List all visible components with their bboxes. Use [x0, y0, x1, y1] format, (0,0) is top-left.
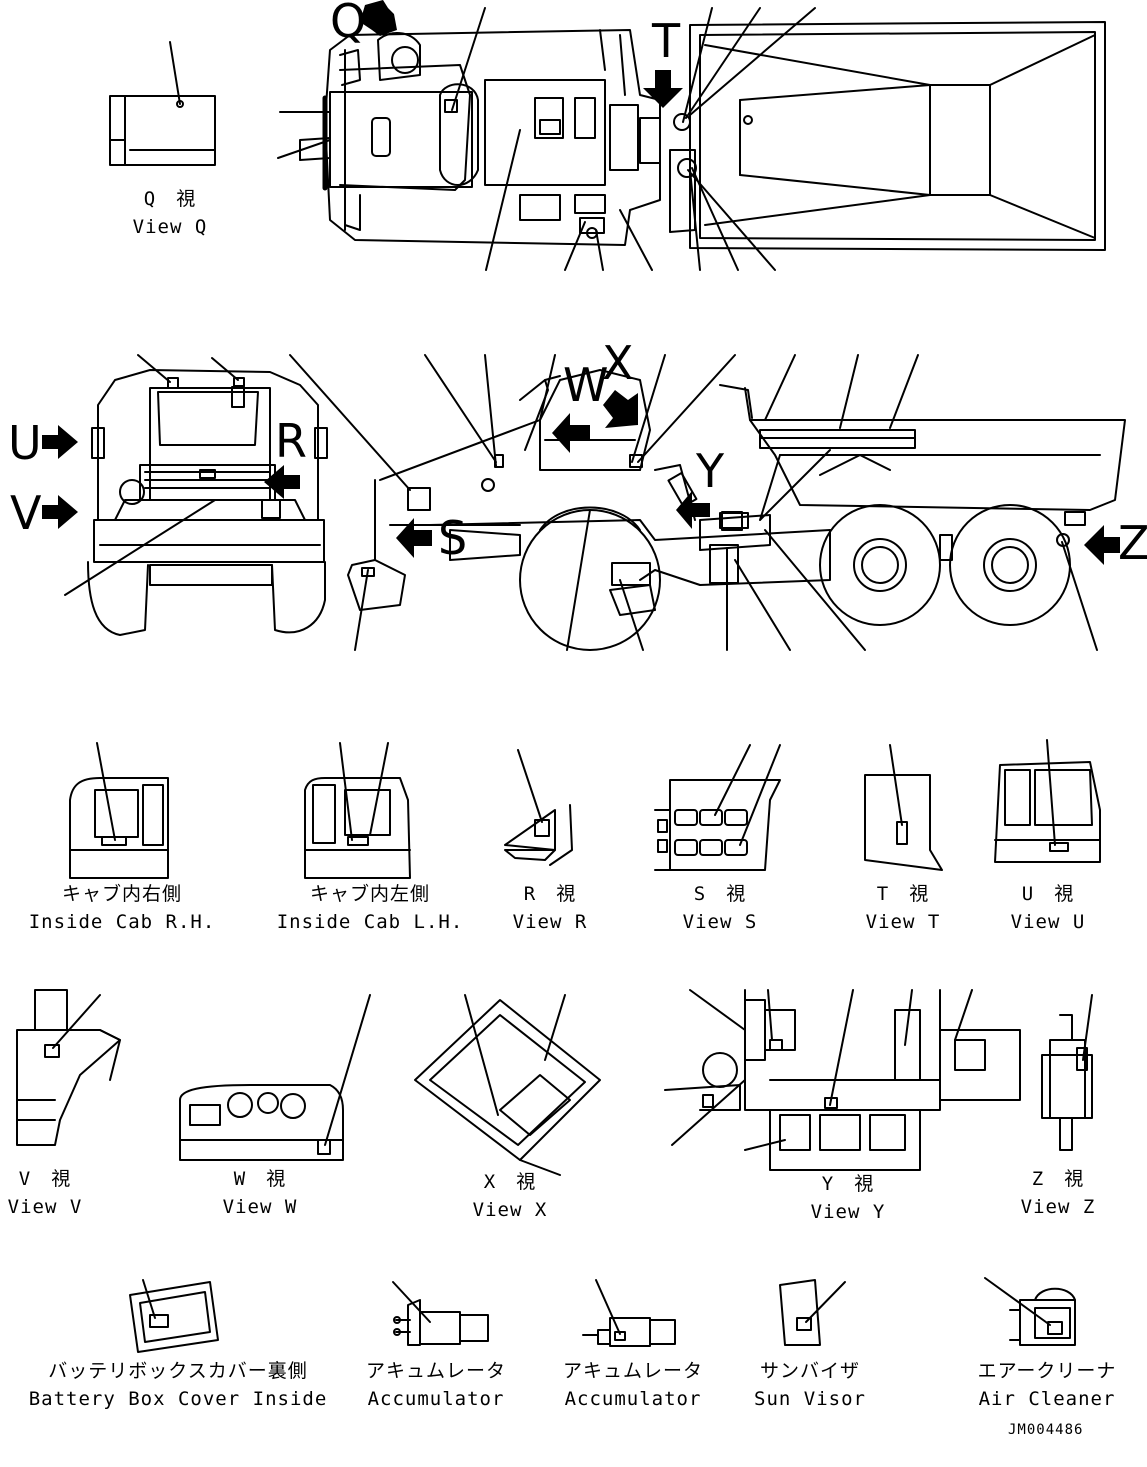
caption-inside-cab-rh: キャブ内右側 Inside Cab R.H. [29, 880, 216, 936]
caption-jp: Q 視 [143, 188, 197, 210]
caption-en: Inside Cab L.H. [276, 911, 464, 933]
caption-en: View Z [1020, 1196, 1096, 1218]
view-s-drawing [654, 744, 781, 871]
caption-jp: キャブ内左側 [309, 883, 430, 905]
view-letter-z: Z [1118, 516, 1147, 570]
caption-en: View V [7, 1196, 83, 1218]
view-w-drawing [179, 994, 371, 1161]
view-letter-y: Y [696, 444, 725, 498]
caption-en: View R [512, 911, 588, 933]
side-view [347, 354, 1126, 651]
figure-code: JM004486 [1008, 1422, 1084, 1438]
caption-view-z: Z 視 View Z [1021, 1165, 1096, 1221]
battery-box-drawing [129, 1279, 219, 1353]
front-view [64, 354, 411, 636]
inside-cab-lh-drawing [304, 742, 411, 879]
caption-jp: アキュムレータ [562, 1360, 704, 1382]
top-plan-view [169, 7, 1106, 271]
caption-en: View Y [810, 1201, 886, 1223]
caption-en: Inside Cab R.H. [28, 911, 216, 933]
caption-battery-box: バッテリボックスカバー裏側 Battery Box Cover Inside [29, 1357, 328, 1413]
caption-en: Accumulator [564, 1388, 702, 1410]
arrow-u-icon [42, 425, 78, 459]
view-v-drawing [16, 989, 121, 1146]
caption-jp: キャブ内右側 [61, 883, 182, 905]
view-x-drawing [414, 994, 601, 1176]
view-letter-u: U [8, 416, 42, 470]
caption-view-t: T 視 View T [866, 880, 941, 936]
caption-en: Sun Visor [754, 1388, 866, 1410]
caption-jp: X 視 [483, 1171, 537, 1193]
arrow-v-icon [42, 495, 78, 529]
arrow-y-icon [676, 491, 710, 529]
view-letter-r: R [275, 414, 307, 468]
caption-en: View Q [132, 216, 208, 238]
caption-inside-cab-lh: キャブ内左側 Inside Cab L.H. [277, 880, 464, 936]
accumulator-1-drawing [392, 1281, 489, 1346]
arrow-q-icon [360, 0, 397, 36]
view-q-drawing [109, 95, 216, 166]
accumulator-2-drawing [582, 1279, 676, 1347]
caption-accumulator-2: アキュムレータ Accumulator [563, 1357, 703, 1413]
caption-air-cleaner: エアークリーナ Air Cleaner [978, 1357, 1117, 1413]
view-letter-x: X [602, 336, 634, 390]
view-u-drawing [994, 739, 1101, 863]
caption-view-v: V 視 View V [8, 1165, 83, 1221]
view-r-drawing [504, 749, 573, 866]
view-letter-t: T [652, 14, 681, 68]
air-cleaner-drawing [984, 1277, 1076, 1346]
caption-en: View T [865, 911, 941, 933]
sun-visor-drawing [779, 1279, 846, 1346]
caption-jp: エアークリーナ [977, 1360, 1117, 1382]
caption-jp: サンバイザ [759, 1360, 861, 1382]
arrow-z-icon [1084, 525, 1120, 565]
caption-view-u: U 視 View U [1011, 880, 1086, 936]
caption-en: Air Cleaner [978, 1388, 1116, 1410]
caption-en: View W [222, 1196, 298, 1218]
caption-jp: Z 視 [1031, 1168, 1085, 1190]
arrow-x-icon [603, 390, 638, 428]
caption-en: View X [472, 1199, 548, 1221]
caption-jp: バッテリボックスカバー裏側 [48, 1360, 308, 1382]
view-letter-w: W [563, 358, 609, 412]
caption-view-y: Y 視 View Y [811, 1170, 886, 1226]
caption-en: View U [1010, 911, 1086, 933]
view-letter-s: S [438, 511, 468, 565]
caption-jp: W 視 [233, 1168, 287, 1190]
caption-view-q: Q 視 View Q [133, 185, 208, 241]
caption-jp: R 視 [523, 883, 577, 905]
caption-view-s: S 視 View S [683, 880, 758, 936]
caption-sun-visor: サンバイザ Sun Visor [754, 1357, 866, 1413]
view-y-drawing [664, 989, 1021, 1171]
caption-jp: S 視 [693, 883, 747, 905]
caption-view-r: R 視 View R [513, 880, 588, 936]
view-letter-q: Q [330, 0, 367, 48]
caption-jp: V 視 [18, 1168, 72, 1190]
caption-view-x: X 視 View X [473, 1168, 548, 1224]
arrow-w-icon [552, 413, 590, 453]
caption-jp: T 視 [876, 883, 930, 905]
caption-en: Battery Box Cover Inside [28, 1388, 328, 1410]
view-z-drawing [1041, 994, 1093, 1151]
arrow-t-icon [643, 70, 683, 108]
view-letter-v: V [10, 486, 42, 540]
arrow-r-icon [264, 465, 300, 499]
caption-jp: アキュムレータ [365, 1360, 507, 1382]
caption-jp: U 視 [1021, 883, 1075, 905]
inside-cab-rh-drawing [69, 742, 169, 879]
view-t-drawing [864, 744, 943, 871]
caption-accumulator-1: アキュムレータ Accumulator [366, 1357, 506, 1413]
caption-view-w: W 視 View W [223, 1165, 298, 1221]
caption-jp: Y 視 [821, 1173, 875, 1195]
caption-en: View S [682, 911, 758, 933]
arrow-s-icon [396, 518, 432, 558]
caption-en: Accumulator [367, 1388, 505, 1410]
